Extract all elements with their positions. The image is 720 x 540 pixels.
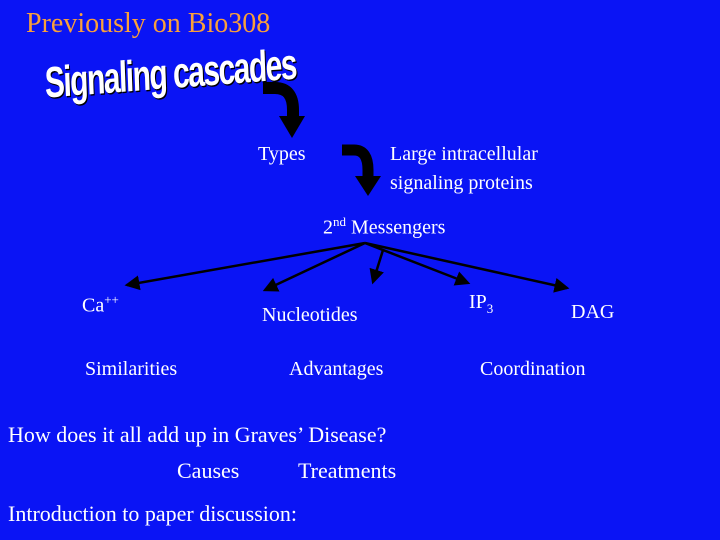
messengers-text: Messengers — [346, 216, 446, 239]
types-label: Types — [258, 143, 306, 165]
curved-arrow-1 — [263, 82, 305, 138]
arrow-to-ip3 — [364, 241, 471, 286]
arrow-to-dag — [364, 241, 570, 293]
curved-arrow-2 — [342, 144, 381, 196]
large-line-2: signaling proteins — [390, 172, 533, 194]
second-messengers-label: 2nd Messengers — [323, 214, 445, 240]
treatments-label: Treatments — [298, 458, 397, 483]
advantages-label: Advantages — [289, 358, 384, 380]
nucleotides-label: Nucleotides — [262, 304, 358, 326]
ip-sub: 3 — [486, 301, 494, 316]
graves-question: How does it all add up in Graves’ Diseas… — [8, 422, 387, 447]
large-line-1: Large intracellular — [390, 143, 538, 165]
ca-label: Ca++ — [82, 292, 119, 318]
similarities-label: Similarities — [85, 358, 178, 380]
messengers-num: 2 — [323, 216, 333, 239]
slide-title: Previously on Bio308 — [26, 8, 271, 39]
large-proteins-label: Large intracellular signaling proteins — [390, 140, 538, 198]
messengers-sup: nd — [333, 214, 346, 229]
arrow-to-ca — [124, 241, 366, 291]
arrow-down — [369, 249, 385, 285]
causes-label: Causes — [177, 458, 240, 483]
arrow-to-nucleotides — [262, 241, 366, 292]
ip3-label: IP3 — [469, 291, 493, 317]
coordination-label: Coordination — [480, 358, 586, 380]
ca-text: Ca — [82, 294, 105, 317]
ca-sup: ++ — [104, 292, 119, 307]
ip-text: IP — [469, 291, 487, 313]
dag-label: DAG — [571, 301, 615, 323]
intro-text: Introduction to paper discussion: — [8, 501, 298, 526]
